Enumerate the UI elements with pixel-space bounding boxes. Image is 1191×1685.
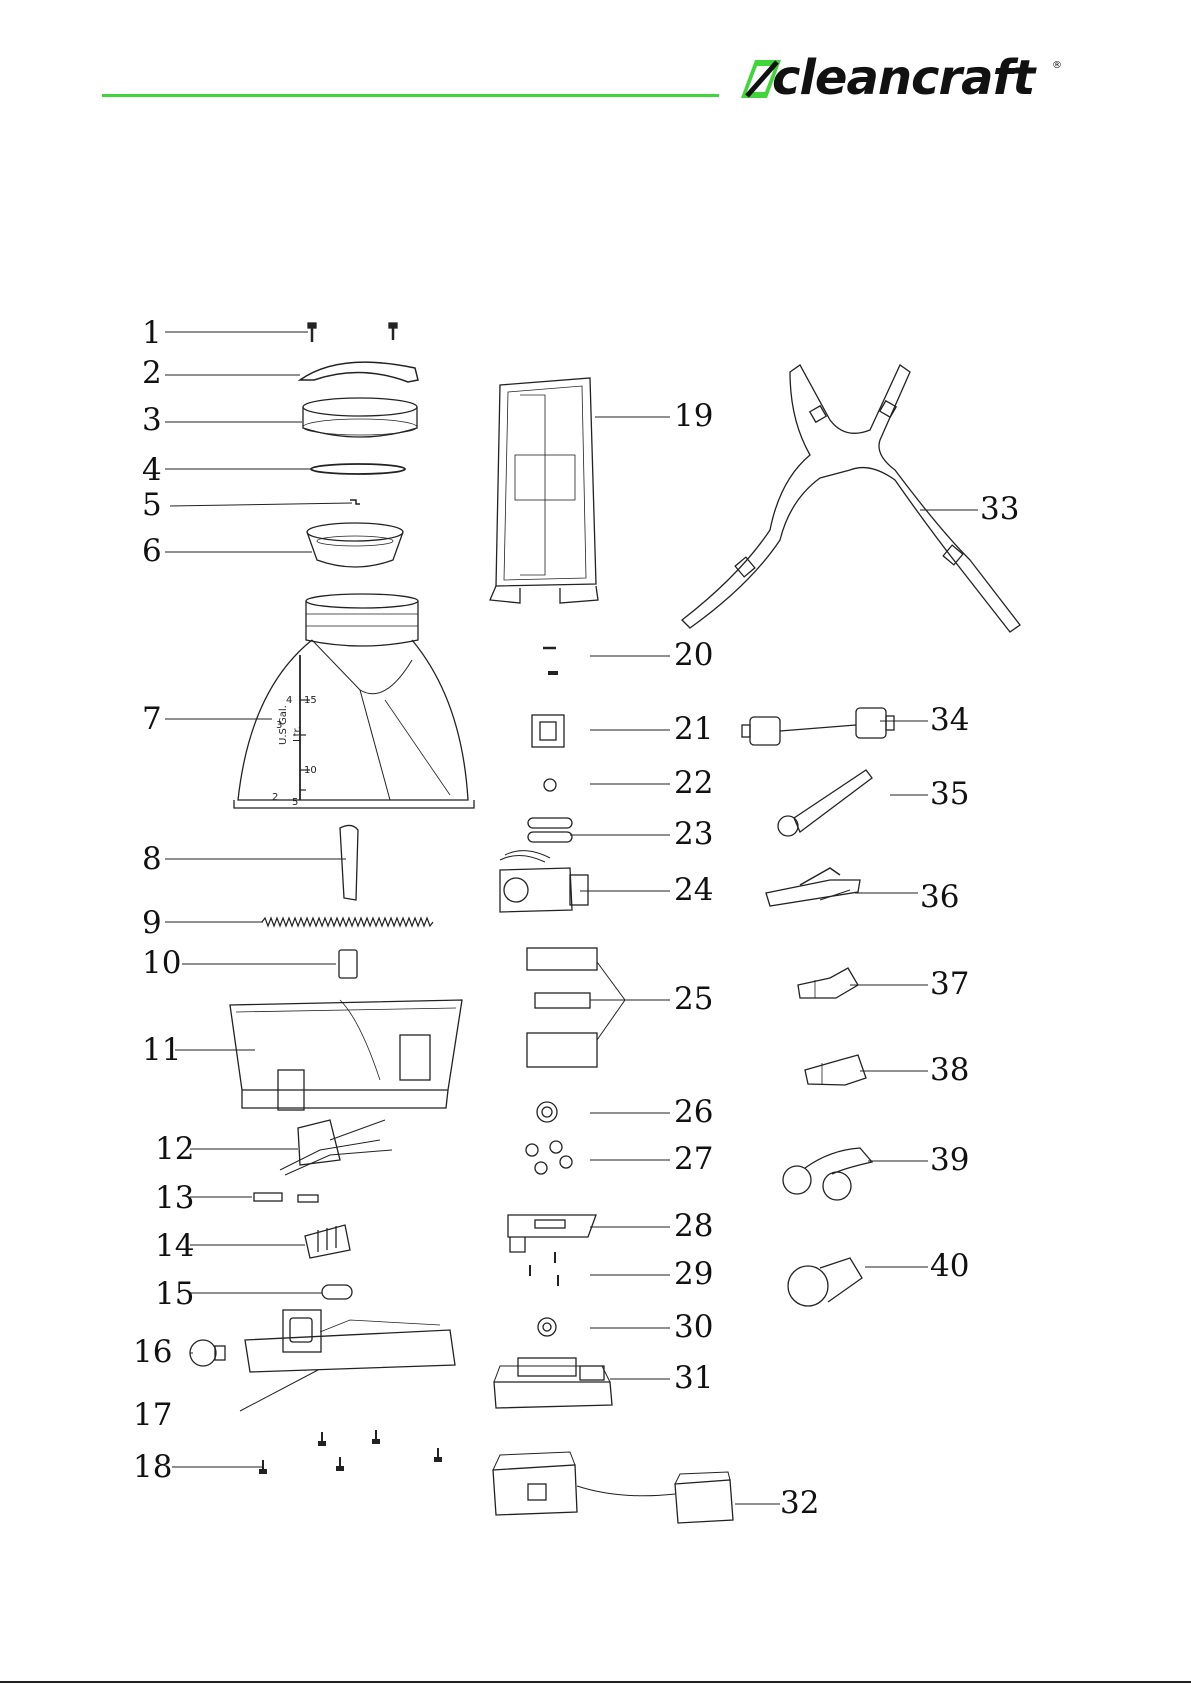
part-36-trigger [766, 868, 860, 906]
part-7-tank [234, 594, 474, 808]
part-label-2: 2 [142, 358, 162, 389]
part-label-6: 6 [142, 536, 162, 567]
part-10-filter [339, 950, 357, 978]
part-label-10: 10 [142, 948, 181, 979]
part-19-back-plate [490, 378, 598, 603]
part-label-35: 35 [930, 779, 969, 810]
tank-mark-10: 10 [304, 765, 317, 776]
part-18-screws [260, 1430, 441, 1473]
part-3-lid-ring [303, 398, 417, 437]
part-28-bracket [508, 1215, 596, 1252]
part-1-screws [308, 323, 397, 342]
part-21-clip [532, 715, 564, 747]
part-label-14: 14 [155, 1231, 194, 1262]
tank-gal-4: 4 [286, 695, 292, 706]
part-label-28: 28 [674, 1211, 713, 1242]
part-label-39: 39 [930, 1145, 969, 1176]
part-27-clips [526, 1141, 572, 1174]
part-label-8: 8 [142, 844, 162, 875]
part-label-18: 18 [133, 1452, 172, 1483]
part-label-36: 36 [920, 882, 959, 913]
part-label-17: 17 [133, 1400, 172, 1431]
part-35-lance [778, 770, 872, 836]
part-24-pump [500, 851, 588, 912]
part-label-23: 23 [674, 819, 713, 850]
part-label-4: 4 [142, 455, 162, 486]
part-33-harness [682, 365, 1020, 632]
part-14-terminal [305, 1225, 350, 1258]
tank-unit-liter: Ltr. [292, 726, 303, 742]
part-25-pads [527, 948, 597, 1067]
part-2-handle [300, 362, 418, 382]
part-39-twin-nozzle [783, 1148, 872, 1200]
part-label-1: 1 [142, 318, 162, 349]
part-37-nozzle [798, 968, 858, 998]
part-34-hose [742, 708, 894, 745]
tank-gal-2: 2 [272, 792, 278, 803]
part-17-base [245, 1310, 455, 1372]
part-label-16: 16 [133, 1337, 172, 1368]
part-26-clamp [537, 1102, 557, 1122]
part-label-12: 12 [155, 1134, 194, 1165]
part-label-13: 13 [155, 1183, 194, 1214]
bottom-border-line [0, 1681, 1191, 1683]
part-32-charger [493, 1452, 733, 1523]
part-30-nut [538, 1318, 556, 1336]
part-15-seal [322, 1285, 352, 1299]
tank-mark-15: 15 [304, 695, 317, 706]
part-label-5: 5 [142, 490, 162, 521]
part-label-27: 27 [674, 1144, 713, 1175]
part-label-38: 38 [930, 1055, 969, 1086]
part-label-11: 11 [142, 1035, 181, 1066]
part-6-strainer [307, 523, 403, 567]
part-label-9: 9 [142, 908, 162, 939]
part-label-19: 19 [674, 401, 713, 432]
part-8-lever [340, 825, 358, 900]
part-label-26: 26 [674, 1097, 713, 1128]
part-label-29: 29 [674, 1259, 713, 1290]
part-16-switch [190, 1340, 225, 1366]
part-11-housing [230, 1000, 462, 1110]
tank-mark-5: 5 [292, 797, 298, 808]
part-label-20: 20 [674, 640, 713, 671]
part-label-30: 30 [674, 1312, 713, 1343]
part-label-33: 33 [980, 494, 1019, 525]
part-label-25: 25 [674, 984, 713, 1015]
tank-unit-gal: U.S Gal. [278, 705, 289, 745]
part-29-screws [530, 1252, 558, 1286]
part-label-21: 21 [674, 714, 713, 745]
part-label-7: 7 [142, 704, 162, 735]
part-12-wiring [280, 1120, 392, 1175]
part-31-battery [494, 1358, 612, 1408]
part-label-37: 37 [930, 969, 969, 1000]
part-23-tubes [528, 818, 572, 842]
part-9-spring [262, 918, 433, 926]
part-label-31: 31 [674, 1363, 713, 1394]
part-38-nozzle [805, 1055, 866, 1085]
part-label-22: 22 [674, 768, 713, 799]
part-22-connector [544, 779, 556, 791]
part-4-seal-ring [311, 464, 405, 474]
part-label-3: 3 [142, 405, 162, 436]
part-40-nozzle [788, 1258, 862, 1306]
part-13-pads [254, 1193, 282, 1201]
part-label-24: 24 [674, 875, 713, 906]
part-label-32: 32 [780, 1488, 819, 1519]
part-label-34: 34 [930, 705, 969, 736]
part-label-40: 40 [930, 1251, 969, 1282]
part-label-15: 15 [155, 1279, 194, 1310]
